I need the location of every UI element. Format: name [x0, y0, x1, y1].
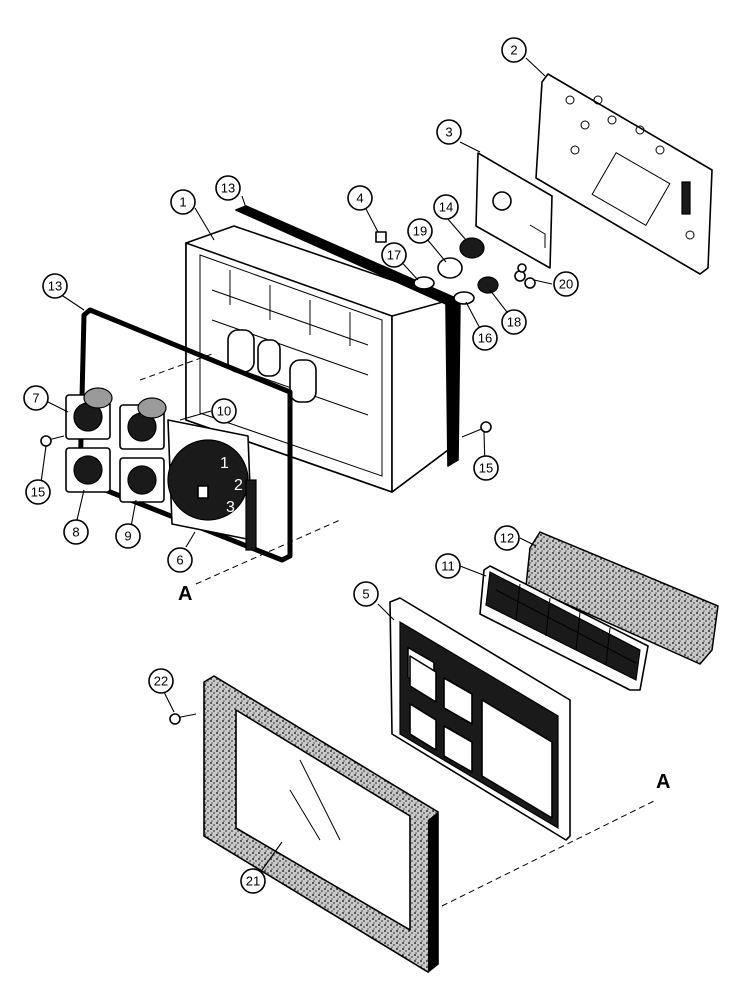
callout-circle	[494, 525, 520, 551]
callout-circle	[23, 385, 49, 411]
callout-number: 18	[507, 315, 521, 330]
section-mark-right: A	[656, 771, 670, 793]
assembly-line-a-left	[195, 519, 341, 585]
callout-circle	[63, 519, 89, 545]
callout-circle	[167, 547, 193, 573]
callout-number: 11	[441, 559, 455, 574]
callout-circle	[435, 553, 461, 579]
callout-number: 15	[479, 461, 493, 476]
screw-bezel-head	[169, 713, 181, 725]
callout-1: 1	[170, 189, 196, 215]
callout-circle	[472, 325, 498, 351]
callout-circle	[473, 455, 499, 481]
callout-15: 15	[25, 479, 51, 505]
callout-circle	[347, 185, 373, 211]
section-mark-left: A	[178, 583, 192, 605]
callout-number: 16	[478, 331, 492, 346]
callout-13: 13	[215, 175, 241, 201]
callout-15: 15	[473, 455, 499, 481]
callout-number: 22	[154, 674, 168, 689]
callout-number: 3	[445, 125, 452, 140]
callout-17: 17	[381, 242, 407, 268]
callout-circle	[215, 175, 241, 201]
callout-22: 22	[148, 668, 174, 694]
rear-plate	[535, 73, 713, 275]
callout-circle	[240, 868, 266, 894]
callout-number: 5	[362, 587, 369, 602]
callout-number: 21	[246, 874, 260, 889]
gauge-dial-label-1: 1	[220, 455, 229, 472]
callout-circle	[115, 523, 141, 549]
callout-number: 10	[217, 404, 231, 419]
assembly-line-housing	[139, 353, 213, 381]
callout-circle	[353, 581, 379, 607]
callout-number: 7	[32, 391, 39, 406]
callout-19: 19	[407, 218, 433, 244]
housing	[185, 225, 451, 493]
callout-4: 4	[347, 185, 373, 211]
gauge-dial-label-3: 3	[226, 499, 235, 516]
callout-7: 7	[23, 385, 49, 411]
tachometer-gauge: 1 2 3	[167, 419, 257, 551]
callout-number: 8	[72, 525, 79, 540]
gasket-plate	[475, 152, 553, 269]
callout-12: 12	[494, 525, 520, 551]
callout-number: 17	[387, 248, 401, 263]
callout-number: 2	[510, 43, 517, 58]
callout-3: 3	[436, 119, 462, 145]
callout-circle	[433, 194, 459, 220]
front-bezel-lens	[203, 675, 439, 973]
callout-10: 10	[211, 398, 237, 424]
screw-right-head	[480, 421, 492, 433]
callout-number: 13	[221, 181, 235, 196]
callout-circle	[407, 218, 433, 244]
callout-circle	[42, 273, 68, 299]
callout-number: 6	[176, 553, 183, 568]
callout-9: 9	[115, 523, 141, 549]
callout-circle	[148, 668, 174, 694]
callout-circle	[501, 37, 527, 63]
screw-left-head	[40, 435, 52, 447]
callout-18: 18	[501, 309, 527, 335]
callout-6: 6	[167, 547, 193, 573]
callout-circle	[25, 479, 51, 505]
callout-14: 14	[433, 194, 459, 220]
callout-circle	[553, 271, 579, 297]
callout-circle	[436, 119, 462, 145]
callout-number: 9	[124, 529, 131, 544]
bezel-frame	[389, 597, 571, 841]
callout-number: 14	[439, 200, 453, 215]
callout-21: 21	[240, 868, 266, 894]
callout-circle	[170, 189, 196, 215]
callout-number: 15	[31, 485, 45, 500]
callout-circle	[381, 242, 407, 268]
lens-filter-grid	[479, 565, 649, 691]
callout-8: 8	[63, 519, 89, 545]
callout-number: 13	[48, 279, 62, 294]
callout-number: 19	[413, 224, 427, 239]
callout-13: 13	[42, 273, 68, 299]
screw-right	[461, 427, 485, 438]
gauge-dial-label-2: 2	[234, 477, 243, 494]
callout-11: 11	[435, 553, 461, 579]
bulbs-and-sockets	[375, 231, 536, 305]
callout-circle	[211, 398, 237, 424]
callout-20: 20	[553, 271, 579, 297]
callout-number: 1	[179, 195, 186, 210]
callout-16: 16	[472, 325, 498, 351]
callout-2: 2	[501, 37, 527, 63]
small-gauge-cluster	[65, 387, 167, 503]
callout-number: 12	[500, 531, 514, 546]
callout-number: 20	[559, 277, 573, 292]
callout-circle	[501, 309, 527, 335]
callout-5: 5	[353, 581, 379, 607]
callout-number: 4	[356, 191, 363, 206]
